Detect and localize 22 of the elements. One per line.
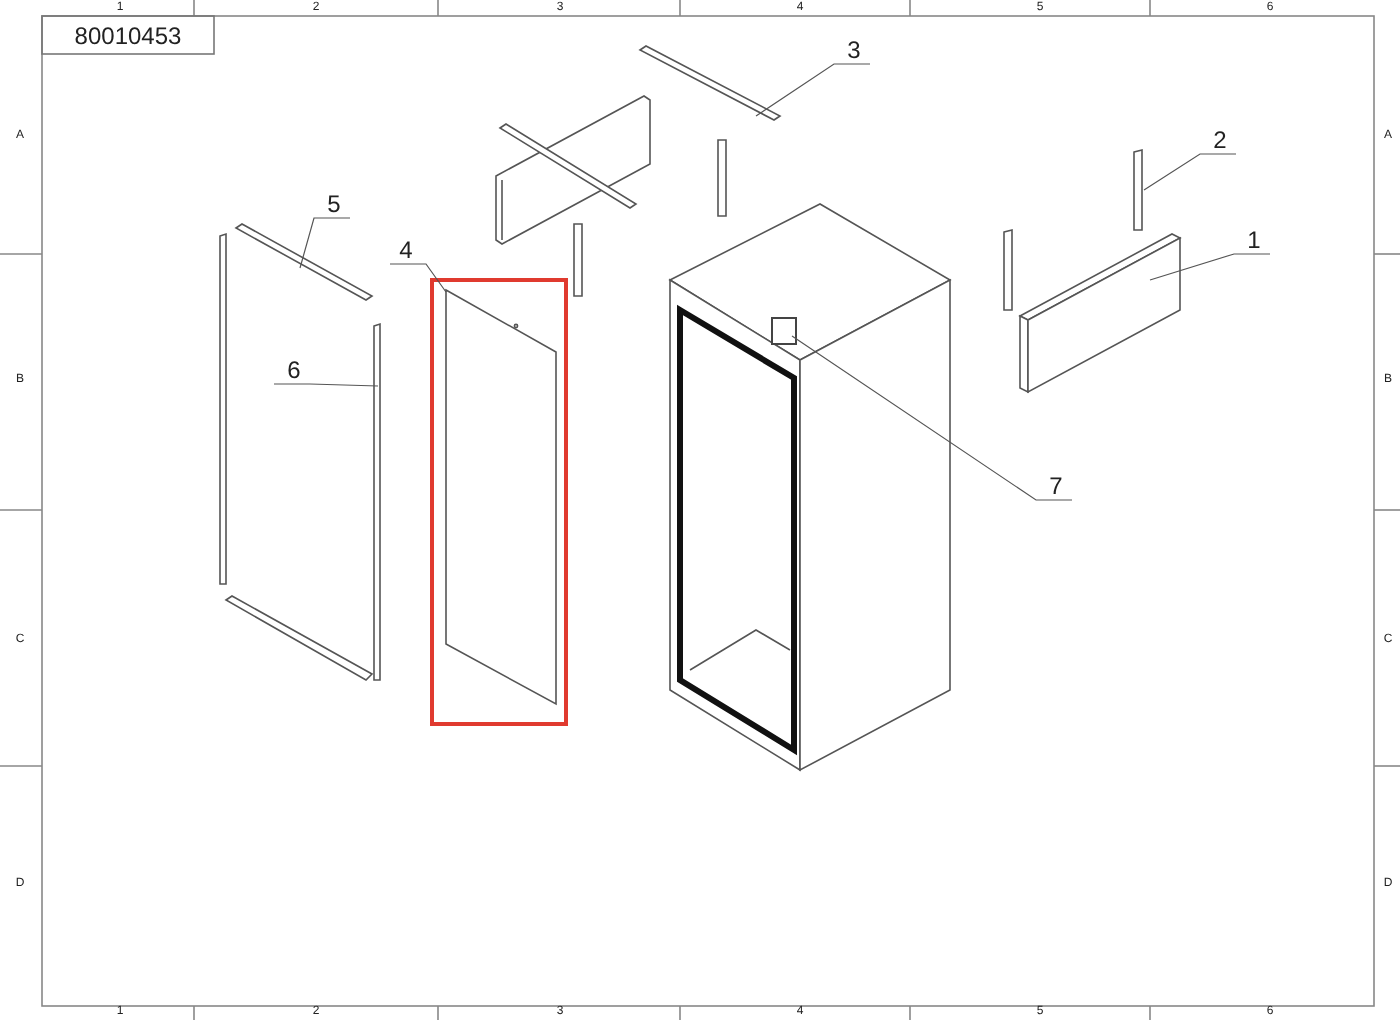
leader-line: [755, 63, 871, 117]
leader-line: [1149, 253, 1271, 281]
part-drawing: [445, 288, 557, 706]
box-part: [771, 317, 797, 345]
leader-line: [791, 335, 1073, 501]
part-drawing: [495, 45, 782, 297]
drawing-number: 80010453: [74, 24, 182, 48]
callout-number: 1: [1247, 228, 1261, 252]
leader-line: [1143, 153, 1237, 191]
callout-number: 3: [847, 38, 861, 62]
leader-line: [273, 383, 379, 387]
leader-line: [389, 263, 447, 293]
part-drawing: [1003, 148, 1143, 311]
part-drawing: [234, 223, 374, 301]
callout-number: 7: [1049, 474, 1063, 498]
callout-number: 2: [1213, 128, 1227, 152]
callout-number: 5: [327, 192, 341, 216]
part-drawing: [1018, 233, 1182, 394]
callout-number: 6: [287, 358, 301, 382]
callout-number: 4: [399, 238, 413, 262]
leader-line: [299, 217, 351, 269]
part-drawing: [219, 232, 381, 681]
